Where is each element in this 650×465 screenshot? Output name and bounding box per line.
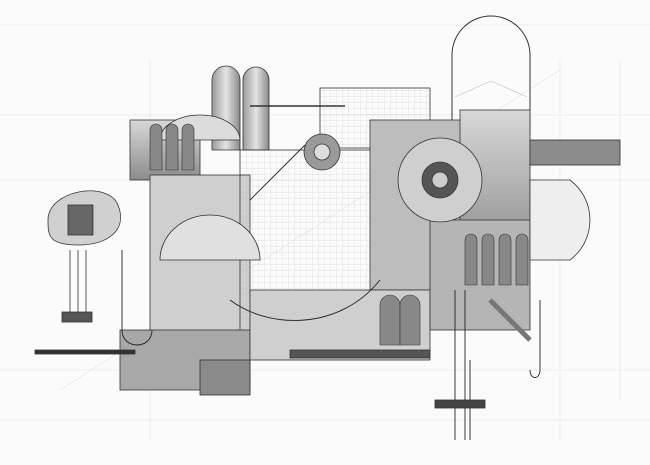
domed-arch-frame: [451, 15, 531, 135]
cables-and-pipes: [121, 144, 541, 440]
main-building-mass: [119, 87, 621, 391]
arch-windows: [149, 123, 529, 346]
base-plinth: [199, 349, 486, 409]
left-pod-structure: [34, 190, 136, 355]
